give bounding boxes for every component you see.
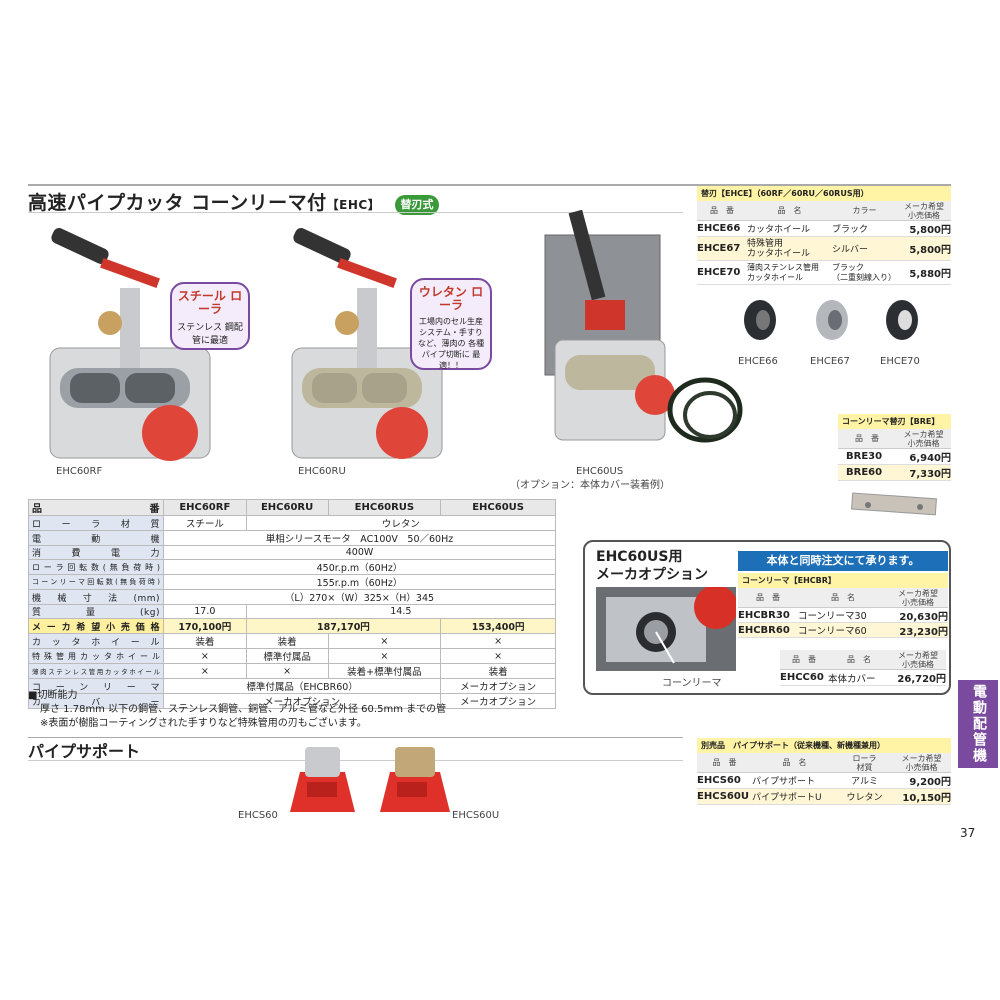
cone-table-title: コーンリーマ【EHCBR】 (738, 573, 948, 588)
spec-row-cone-rpm: コーンリーマ回転数(無負荷時) 155r.p.m（60Hz） (28, 574, 556, 590)
bre-table: コーンリーマ替刃【BRE】 品 番 メーカ希望 小売価格 BRE30 6,940… (838, 414, 951, 481)
ehce66-image (744, 300, 776, 340)
spec-row-cover: カバー メーカオプション メーカオプション (28, 693, 556, 709)
blade-table: 替刃【EHCE】（60RF／60RU／60RUS用） 品 番 品 名 カラー メ… (697, 186, 951, 285)
table-row: BRE60 7,330円 (838, 465, 951, 481)
ehce70-image (886, 300, 918, 340)
cone-table-header: 品 番 品 名 メーカ希望 小売価格 (738, 588, 948, 608)
table-row: EHCBR60 コーンリーマ60 23,230円 (738, 623, 948, 638)
spec-header-row: 品番 EHC60RF EHC60RU EHC60RUS EHC60US (28, 499, 556, 516)
ehc60rf-photo (49, 228, 211, 461)
table-row: EHCE70 薄肉ステンレス管用 カッタホイール ブラック （二重刻線入り） 5… (697, 261, 951, 285)
pipe-support-title: パイプサポート (28, 742, 141, 761)
section-rule (28, 737, 683, 738)
page-number: 37 (960, 826, 976, 840)
support-table-title: 別売品 パイプサポート（従来機種、新機種兼用） (697, 738, 951, 753)
cone-reamer-photo (596, 587, 736, 671)
ehcs60u-photo (380, 747, 450, 812)
bre-table-title: コーンリーマ替刃【BRE】 (838, 414, 951, 429)
cone-reamer-caption: コーンリーマ (662, 678, 722, 689)
ehc60rf-caption: EHC60RF (56, 466, 103, 477)
blade-table-title: 替刃【EHCE】（60RF／60RU／60RUS用） (697, 186, 951, 201)
table-row: EHCBR30 コーンリーマ30 20,630円 (738, 609, 948, 623)
table-row: EHCC60 本体カバー 26,720円 (780, 672, 946, 686)
cutting-capacity-heading: ■切断能力 (28, 690, 78, 701)
blade-type-badge: 替刃式 (395, 195, 439, 215)
spec-row-cone-reamer: コーンリーマ 標準付属品（EHCBR60） メーカオプション (28, 678, 556, 694)
spec-row-mass: 質量(kg) 17.0 14.5 (28, 604, 557, 619)
bre-blade-image (851, 492, 937, 516)
spec-row-roller: ローラ材質 スチール ウレタン (28, 515, 557, 531)
spec-table: 品番 EHC60RF EHC60RU EHC60RUS EHC60US ローラ材… (28, 499, 557, 709)
special-wheel-note: ※表面が樹脂コーティングされた手すりなど特殊管用の刃もございます。 (40, 718, 367, 729)
spec-row-rpm: ローラ回転数(無負荷時) 450r.p.m（60Hz） (28, 559, 556, 575)
page-title: 高速パイプカッタ コーンリーマ付【EHC】 (28, 192, 381, 214)
spec-row-dimensions: 機械寸法(mm) （L）270×（W）325×（H）345 (28, 589, 556, 605)
cutting-capacity-text: 厚さ 1.78mm 以下の鋼管、ステンレス鋼管、銅管、アルミ管など外径 60.5… (40, 704, 447, 715)
ehc60us-subcaption: （オプション：本体カバー装着例） (510, 480, 670, 491)
ehc60us-photo (544, 210, 743, 443)
support-table-header: 品 番 品 名 ローラ 材質 メーカ希望 小売価格 (697, 753, 951, 773)
ehce67-image (816, 300, 848, 340)
spec-row-special-wheel: 特殊管用カッタホイール × 標準付属品 × × (28, 648, 556, 664)
ehcs60-caption: EHCS60 (238, 810, 278, 821)
ehce66-caption: EHCE66 (738, 356, 778, 367)
cone-reamer-table: コーンリーマ【EHCBR】 品 番 品 名 メーカ希望 小売価格 EHCBR30… (738, 573, 948, 638)
spec-row-thin-wheel: 薄肉ステンレス管用カッタホイール × × 装着+標準付属品 装着 (28, 663, 556, 679)
table-row: EHCS60 パイプサポート アルミ 9,200円 (697, 775, 951, 789)
support-table: 別売品 パイプサポート（従来機種、新機種兼用） 品 番 品 名 ローラ 材質 メ… (697, 738, 951, 805)
ehc60ru-photo (291, 228, 443, 459)
ehce70-caption: EHCE70 (880, 356, 920, 367)
table-row: EHCE66 カッタホイール ブラック 5,800円 (697, 223, 951, 237)
table-row: EHCS60U パイプサポートU ウレタン 10,150円 (697, 789, 951, 805)
category-side-tab: 電動配管機器 (933, 680, 998, 768)
option-title: EHC60US用 メーカオプション (596, 549, 708, 583)
title-rule (28, 212, 683, 213)
section-subrule (28, 760, 683, 761)
table-row: BRE30 6,940円 (838, 449, 951, 465)
urethane-roller-bubble: ウレタン ローラ 工場内のセル生産 システム・手すり など、薄肉の 各種パイプ切… (410, 278, 492, 370)
spec-row-price: メーカ希望小売価格 170,100円 187,170円 153,400円 (28, 618, 556, 634)
spec-row-wheel: カッタホイール 装着 装着 × × (28, 633, 556, 649)
blade-table-header: 品 番 品 名 カラー メーカ希望 小売価格 (697, 201, 951, 221)
ehc60ru-caption: EHC60RU (298, 466, 346, 477)
table-row: EHCE67 特殊管用 カッタホイール シルバー 5,800円 (697, 237, 951, 261)
ehc60us-caption: EHC60US (576, 466, 624, 477)
cover-table-header: 品 番 品 名 メーカ希望 小売価格 (780, 650, 946, 670)
spec-row-motor: 電動機 単相シリースモータ AC100V 50／60Hz (28, 530, 556, 546)
ehcs60-photo (290, 747, 355, 812)
spec-row-power: 消費電力 400W (28, 545, 556, 560)
cover-table: 品 番 品 名 メーカ希望 小売価格 EHCC60 本体カバー 26,720円 (780, 650, 946, 686)
same-time-order-banner: 本体と同時注文にて承ります。 (738, 551, 948, 571)
top-rule (28, 184, 951, 186)
ehcs60u-caption: EHCS60U (452, 810, 500, 821)
option-box (583, 540, 951, 695)
steel-roller-bubble: スチール ローラ ステンレス 鋼配管に最適 (170, 282, 250, 350)
ehce67-caption: EHCE67 (810, 356, 850, 367)
bre-table-header: 品 番 メーカ希望 小売価格 (838, 429, 951, 449)
